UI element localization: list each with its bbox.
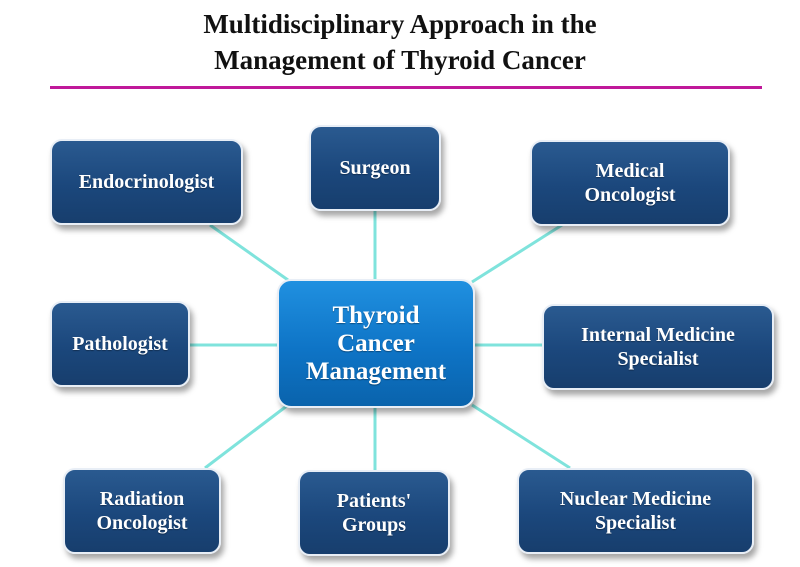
node-nuclear-medicine-specialist: Nuclear Medicine Specialist [517, 468, 754, 554]
center-label-line-2: Cancer [337, 329, 415, 357]
node-patients-groups: Patients' Groups [298, 470, 450, 556]
connector-radiation-oncologist [204, 403, 289, 470]
node-surgeon: Surgeon [309, 125, 441, 211]
node-label-line-1: Radiation [99, 488, 185, 510]
node-label: Surgeon [339, 157, 411, 179]
center-label-line-3: Management [305, 357, 447, 385]
title-underline [50, 86, 762, 89]
node-label: Endocrinologist [78, 171, 215, 193]
node-endocrinologist: Endocrinologist [50, 139, 243, 225]
node-label-line-2: Groups [341, 514, 407, 536]
node-label-line-2: Oncologist [584, 184, 676, 206]
node-thyroid-cancer-management: Thyroid Cancer Management [277, 279, 475, 408]
page-title: Multidisciplinary Approach in the Manage… [0, 6, 800, 78]
node-label-line-1: Medical [595, 160, 665, 182]
node-label-line-1: Patients' [336, 490, 412, 512]
connector-medical-oncologist [471, 223, 563, 284]
node-radiation-oncologist: Radiation Oncologist [63, 468, 221, 554]
node-label-line-1: Nuclear Medicine [559, 488, 712, 510]
center-label-line-1: Thyroid [332, 301, 420, 329]
node-label-line-2: Specialist [617, 348, 699, 370]
node-pathologist: Pathologist [50, 301, 190, 387]
node-medical-oncologist: Medical Oncologist [530, 140, 730, 226]
node-label: Pathologist [72, 333, 168, 355]
node-internal-medicine-specialist: Internal Medicine Specialist [542, 304, 774, 390]
node-label-line-2: Specialist [594, 512, 677, 534]
node-label-line-1: Internal Medicine [581, 324, 735, 346]
node-label-line-2: Oncologist [96, 512, 188, 534]
connector-endocrinologist [209, 223, 289, 282]
connector-nuclear-medicine [471, 403, 571, 470]
title-line-2: Management of Thyroid Cancer [214, 45, 586, 75]
title-line-1: Multidisciplinary Approach in the [203, 9, 597, 39]
